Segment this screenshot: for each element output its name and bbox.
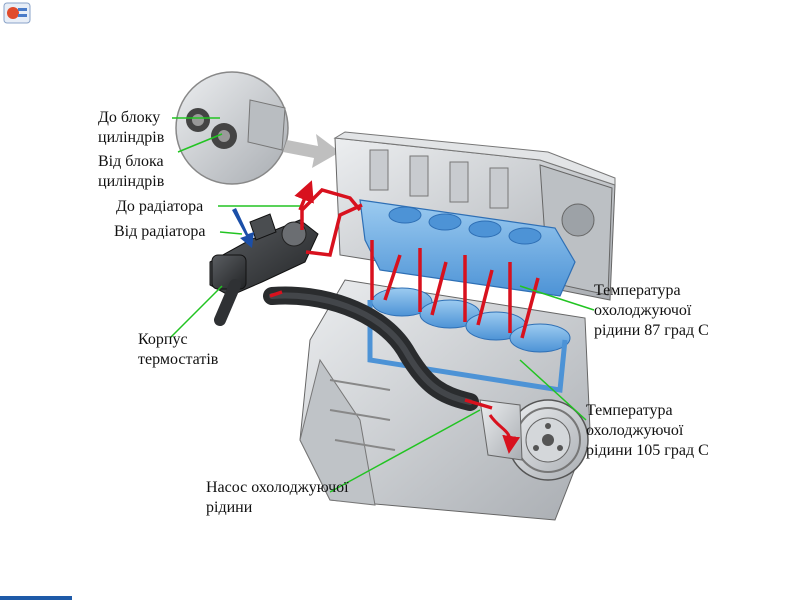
label-from-radiator: Від радіатора	[114, 222, 206, 242]
leader-lines	[169, 117, 595, 493]
label-to-cylinder-block: До блоку циліндрів	[98, 108, 164, 148]
cold-flow-arrow-icon	[232, 208, 254, 248]
label-thermostat-housing-text: Корпус термостатів	[138, 331, 219, 368]
label-to-radiator-text: До радіатора	[116, 198, 204, 215]
app-icon	[3, 2, 31, 24]
water-pump	[479, 399, 523, 461]
label-from-cylinder-block: Від блока циліндрів	[98, 152, 164, 192]
label-temperature-105: Температура охолоджуючої рідини 105 град…	[586, 401, 709, 461]
label-temperature-87-text: Температура охолоджуючої рідини 87 град …	[594, 282, 709, 339]
label-temperature-87: Температура охолоджуючої рідини 87 град …	[594, 281, 709, 341]
label-coolant-pump: Насос охолоджуючої рідини	[206, 478, 349, 518]
crank-pulley	[507, 399, 589, 481]
label-to-cylinder-block-text: До блоку циліндрів	[98, 109, 165, 146]
thermostat-housing	[209, 213, 319, 326]
inset-detail	[175, 71, 289, 185]
label-temperature-105-text: Температура охолоджуючої рідини 105 град…	[586, 402, 709, 459]
hot-flow-paths	[269, 180, 540, 410]
footer-accent-bar	[0, 596, 72, 600]
label-to-radiator: До радіатора	[116, 197, 203, 217]
label-from-radiator-text: Від радіатора	[114, 223, 206, 240]
label-thermostat-housing: Корпус термостатів	[138, 330, 218, 370]
label-coolant-pump-text: Насос охолоджуючої рідини	[206, 479, 349, 516]
head-coolant-jacket	[359, 199, 576, 297]
grey-arrow-icon	[283, 134, 340, 168]
label-from-cylinder-block-text: Від блока циліндрів	[98, 153, 165, 190]
